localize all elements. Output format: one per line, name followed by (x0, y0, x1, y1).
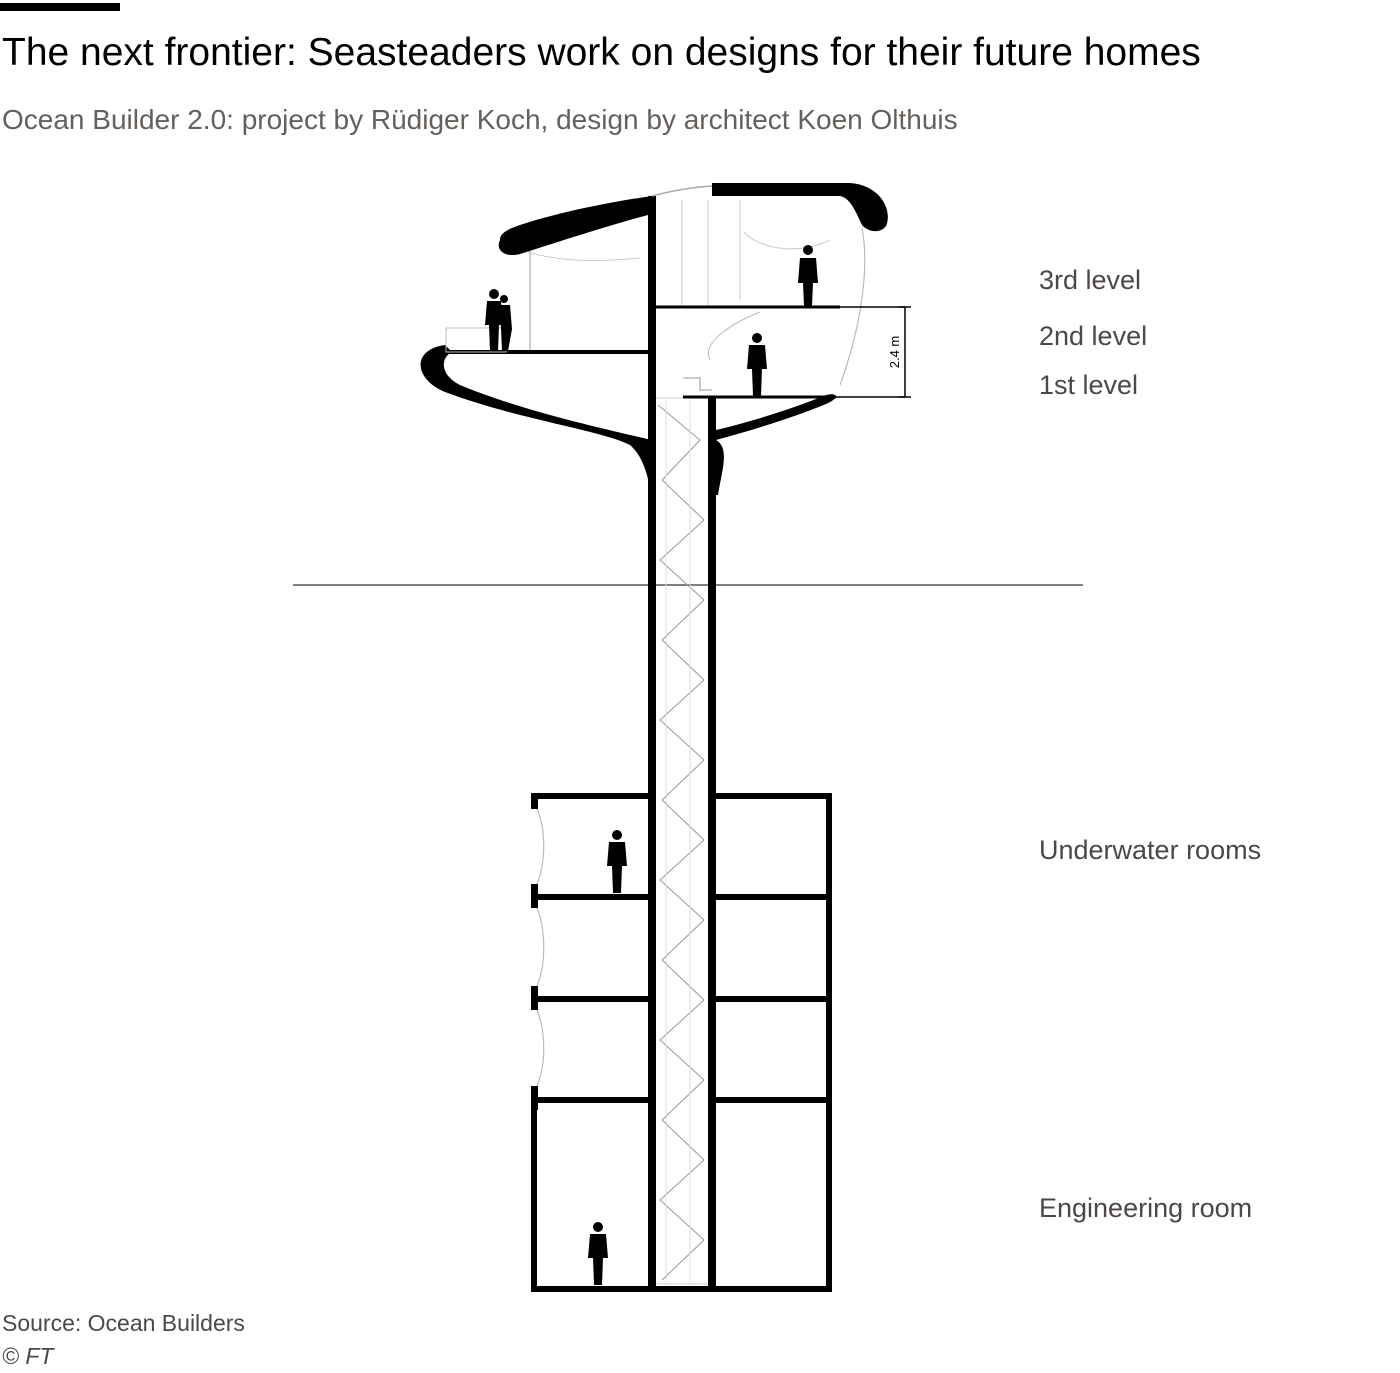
top-cap (651, 185, 713, 197)
page-title: The next frontier: Seasteaders work on d… (2, 31, 1201, 74)
underwater-windows (536, 808, 545, 1087)
label-engineering-room: Engineering room (1039, 1193, 1253, 1223)
source-note: Source: Ocean Builders (2, 1310, 245, 1336)
label-underwater-rooms: Underwater rooms (1039, 835, 1262, 865)
height-dimension-label: 2.4 m (887, 336, 902, 369)
height-dimension-marker (836, 306, 911, 398)
underwater-block (531, 793, 832, 1292)
person-silhouettes (485, 245, 818, 1285)
copyright-note: © FT (2, 1343, 54, 1369)
right-roof (712, 183, 888, 232)
right-lower-shell (712, 394, 836, 495)
left-lower-shell (420, 345, 652, 495)
page-subtitle: Ocean Builder 2.0: project by Rüdiger Ko… (2, 104, 958, 135)
person-terrace (485, 289, 512, 351)
label-2nd-level: 2nd level (1039, 321, 1148, 351)
central-column-left-wall (648, 196, 656, 1289)
header-accent-bar (0, 3, 120, 11)
left-roof (498, 196, 652, 256)
person-engineering-room (588, 1222, 608, 1285)
label-1st-level: 1st level (1039, 370, 1139, 400)
label-3rd-level: 3rd level (1039, 265, 1142, 295)
spiral-staircase (653, 397, 711, 1285)
person-level-1 (747, 333, 767, 396)
person-level-3 (798, 245, 818, 306)
person-underwater-room (607, 830, 627, 893)
central-column-right-wall (708, 398, 716, 1289)
